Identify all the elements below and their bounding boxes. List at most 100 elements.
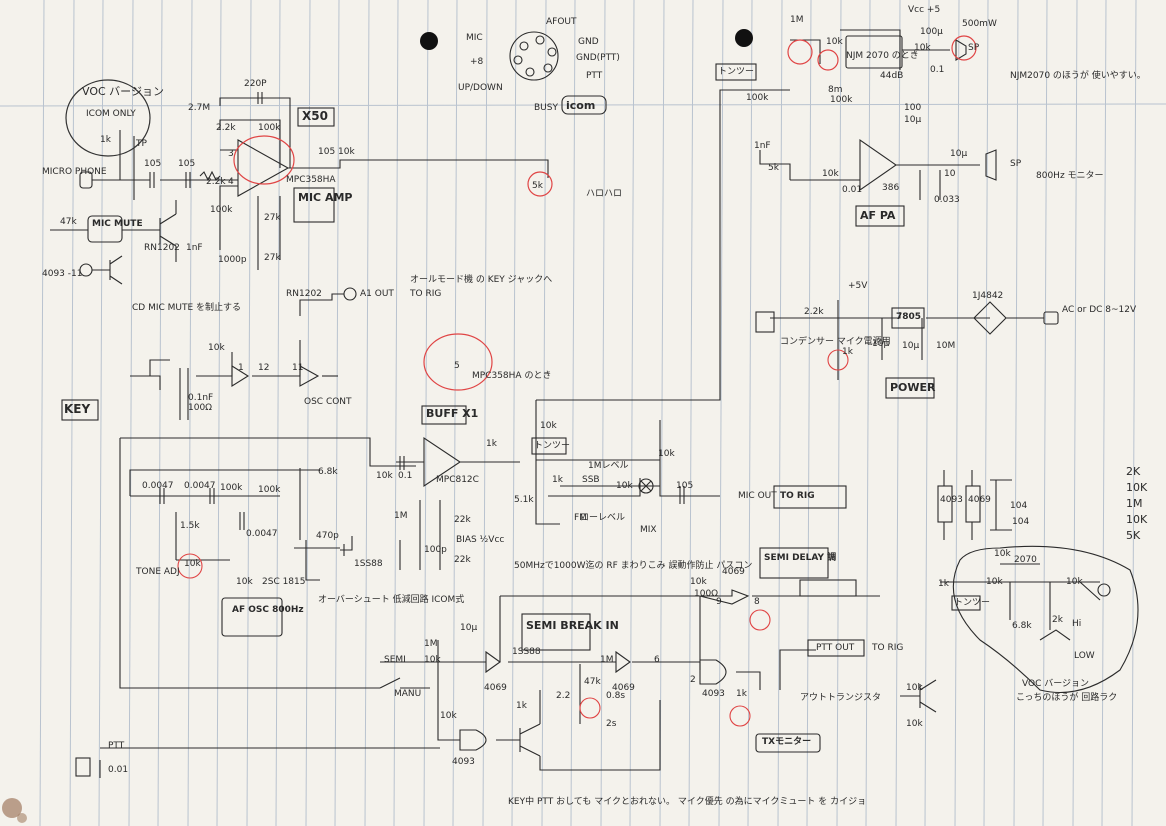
pin-5: 5	[454, 361, 460, 371]
osc-cont-label: OSC CONT	[304, 397, 352, 407]
red-marks	[65, 35, 977, 391]
part-10k-b: 10k	[208, 343, 225, 353]
part-1k-d: 1k	[516, 701, 527, 711]
part-1ss88-b: 1SS88	[512, 647, 541, 657]
part-68k-b: 6.8k	[1012, 621, 1032, 631]
overshoot-note: オーバーシュート 低減回路 ICOM式	[318, 595, 465, 605]
icom-label: icom	[566, 99, 596, 112]
switch-semi: SEMI	[384, 655, 406, 665]
part-22k-a: 2.2k	[216, 123, 236, 133]
part-1j4842: 1J4842	[972, 291, 1004, 301]
part-08s: 0.8s	[606, 691, 626, 701]
a1-out-label: A1 OUT	[360, 289, 394, 299]
updown-label: UP/DOWN	[458, 83, 503, 93]
right-c104: 104	[1012, 517, 1030, 527]
vcc5-label: Vcc +5	[908, 5, 941, 15]
key-ptt-note: KEY中 PTT おしても マイクとおれない。 マイク優先 の為にマイクミュート…	[508, 797, 867, 807]
list-1m: 1M	[1126, 497, 1143, 510]
label-boxes	[61, 63, 981, 753]
pin-2: 2	[690, 675, 696, 685]
part-1k-b: 1k	[486, 439, 497, 449]
part-1m-a: 1M	[394, 511, 408, 521]
part-1k-a: 1k	[100, 135, 111, 145]
pin-3: 3	[228, 149, 234, 159]
gnd-label: GND	[578, 37, 599, 47]
ptt-pin-label: PTT	[586, 71, 603, 81]
part-100k-d: 100k	[258, 485, 281, 495]
rf-note: 50MHzで1000W迄の RF まわりこみ 誤動作防止 パスコン	[514, 561, 753, 571]
part-5k: 5k	[532, 181, 543, 191]
part-1k-h: 1k	[842, 347, 853, 357]
sp-label-2: SP	[1010, 159, 1022, 169]
part-10k-p: 10k	[994, 549, 1011, 559]
part-100u: 100μ	[920, 27, 943, 37]
part-01nf: 0.1nF	[188, 393, 214, 403]
part-4069-a: 4069	[484, 683, 507, 693]
all-mode-key-note: オールモード機 の KEY ジャックへ	[410, 275, 553, 285]
tonzu-label-1: トンツー	[718, 67, 755, 77]
part-22k-b: 2.2k	[206, 177, 226, 187]
voc-version-2-label: VOC バージョン	[1022, 679, 1090, 689]
pin-4: 4	[228, 177, 234, 187]
part-10k-o: 10k	[986, 577, 1003, 587]
part-22k-c: 22k	[454, 515, 471, 525]
part-10u-f: 10μ	[902, 341, 920, 351]
ic-4093-11: 4093 -11	[42, 269, 83, 279]
part-1nf: 1nF	[186, 243, 203, 253]
part-27k-b: 27k	[264, 253, 281, 263]
condenser-note: コンデンサー マイク電源用	[780, 337, 891, 347]
part-47k: 47k	[60, 217, 77, 227]
part-01-b: 0.1	[930, 65, 945, 75]
low-level-label: ローレベル	[580, 513, 626, 523]
part-100-c: 100	[904, 103, 922, 113]
part-68k: 6.8k	[318, 467, 338, 477]
part-1k-e: 1k	[736, 689, 747, 699]
part-10k-q: 10k	[822, 169, 839, 179]
part-1000p: 1000p	[218, 255, 247, 265]
part-51k: 5.1k	[514, 495, 534, 505]
part-10k-g: 10k	[616, 481, 633, 491]
part-4069-b: 4069	[612, 683, 635, 693]
part-10k-f: 10k	[540, 421, 557, 431]
part-0033: 0.033	[934, 195, 960, 205]
part-1k-f: 1k	[938, 579, 949, 589]
wiring	[50, 29, 1139, 778]
sp-label-1: SP	[968, 43, 980, 53]
part-2070: 2070	[1014, 555, 1037, 565]
plus8-label: +8	[470, 57, 484, 67]
part-fm: FM	[574, 513, 587, 523]
mic-mute-label: MIC MUTE	[92, 219, 143, 229]
part-00047-a: 0.0047	[142, 481, 174, 491]
part-10u-c: 10μ	[950, 149, 968, 159]
part-10m: 10M	[936, 341, 956, 351]
part-100k-a: 100k	[258, 123, 281, 133]
mic-out-label: MIC OUT	[738, 491, 777, 501]
part-rn1202-a: RN1202	[144, 243, 180, 253]
part-10k-n: 10k	[1066, 577, 1083, 587]
part-4093-b: 4093	[452, 757, 475, 767]
part-2sc1815: 2SC 1815	[262, 577, 306, 587]
to-rig-label-3: TO RIG	[872, 643, 904, 653]
part-100p: 100p	[424, 545, 447, 555]
part-100k-b: 100k	[210, 205, 233, 215]
icom-only-label: ICOM ONLY	[86, 109, 136, 119]
part-10k-m: 10k	[906, 719, 923, 729]
tx-monitor-label: TXモニター	[762, 737, 812, 747]
plus5-label: +5V	[848, 281, 868, 291]
part-1m-b: 1M	[600, 655, 614, 665]
right-ic-4069: 4069	[968, 495, 991, 505]
part-27m: 2.7M	[188, 103, 211, 113]
tone-adj-label: TONE ADJ	[136, 567, 180, 577]
mic-amp-label: MIC AMP	[298, 191, 353, 204]
semi-break-in-label: SEMI BREAK IN	[526, 619, 619, 632]
ptt-out-label: PTT OUT	[816, 643, 855, 653]
mid-level-label: 1Mレベル	[588, 461, 629, 471]
out-transistor-note: アウトトランジスタ	[800, 693, 882, 703]
part-low: LOW	[1074, 651, 1095, 661]
part-10k-j: 10k	[690, 577, 707, 587]
part-7805: 7805	[896, 312, 922, 322]
tonzu-label-3: トンツー	[954, 598, 991, 608]
part-386: 386	[882, 183, 900, 193]
part-2s: 2s	[606, 719, 617, 729]
part-10k-vr: 10k	[826, 37, 843, 47]
